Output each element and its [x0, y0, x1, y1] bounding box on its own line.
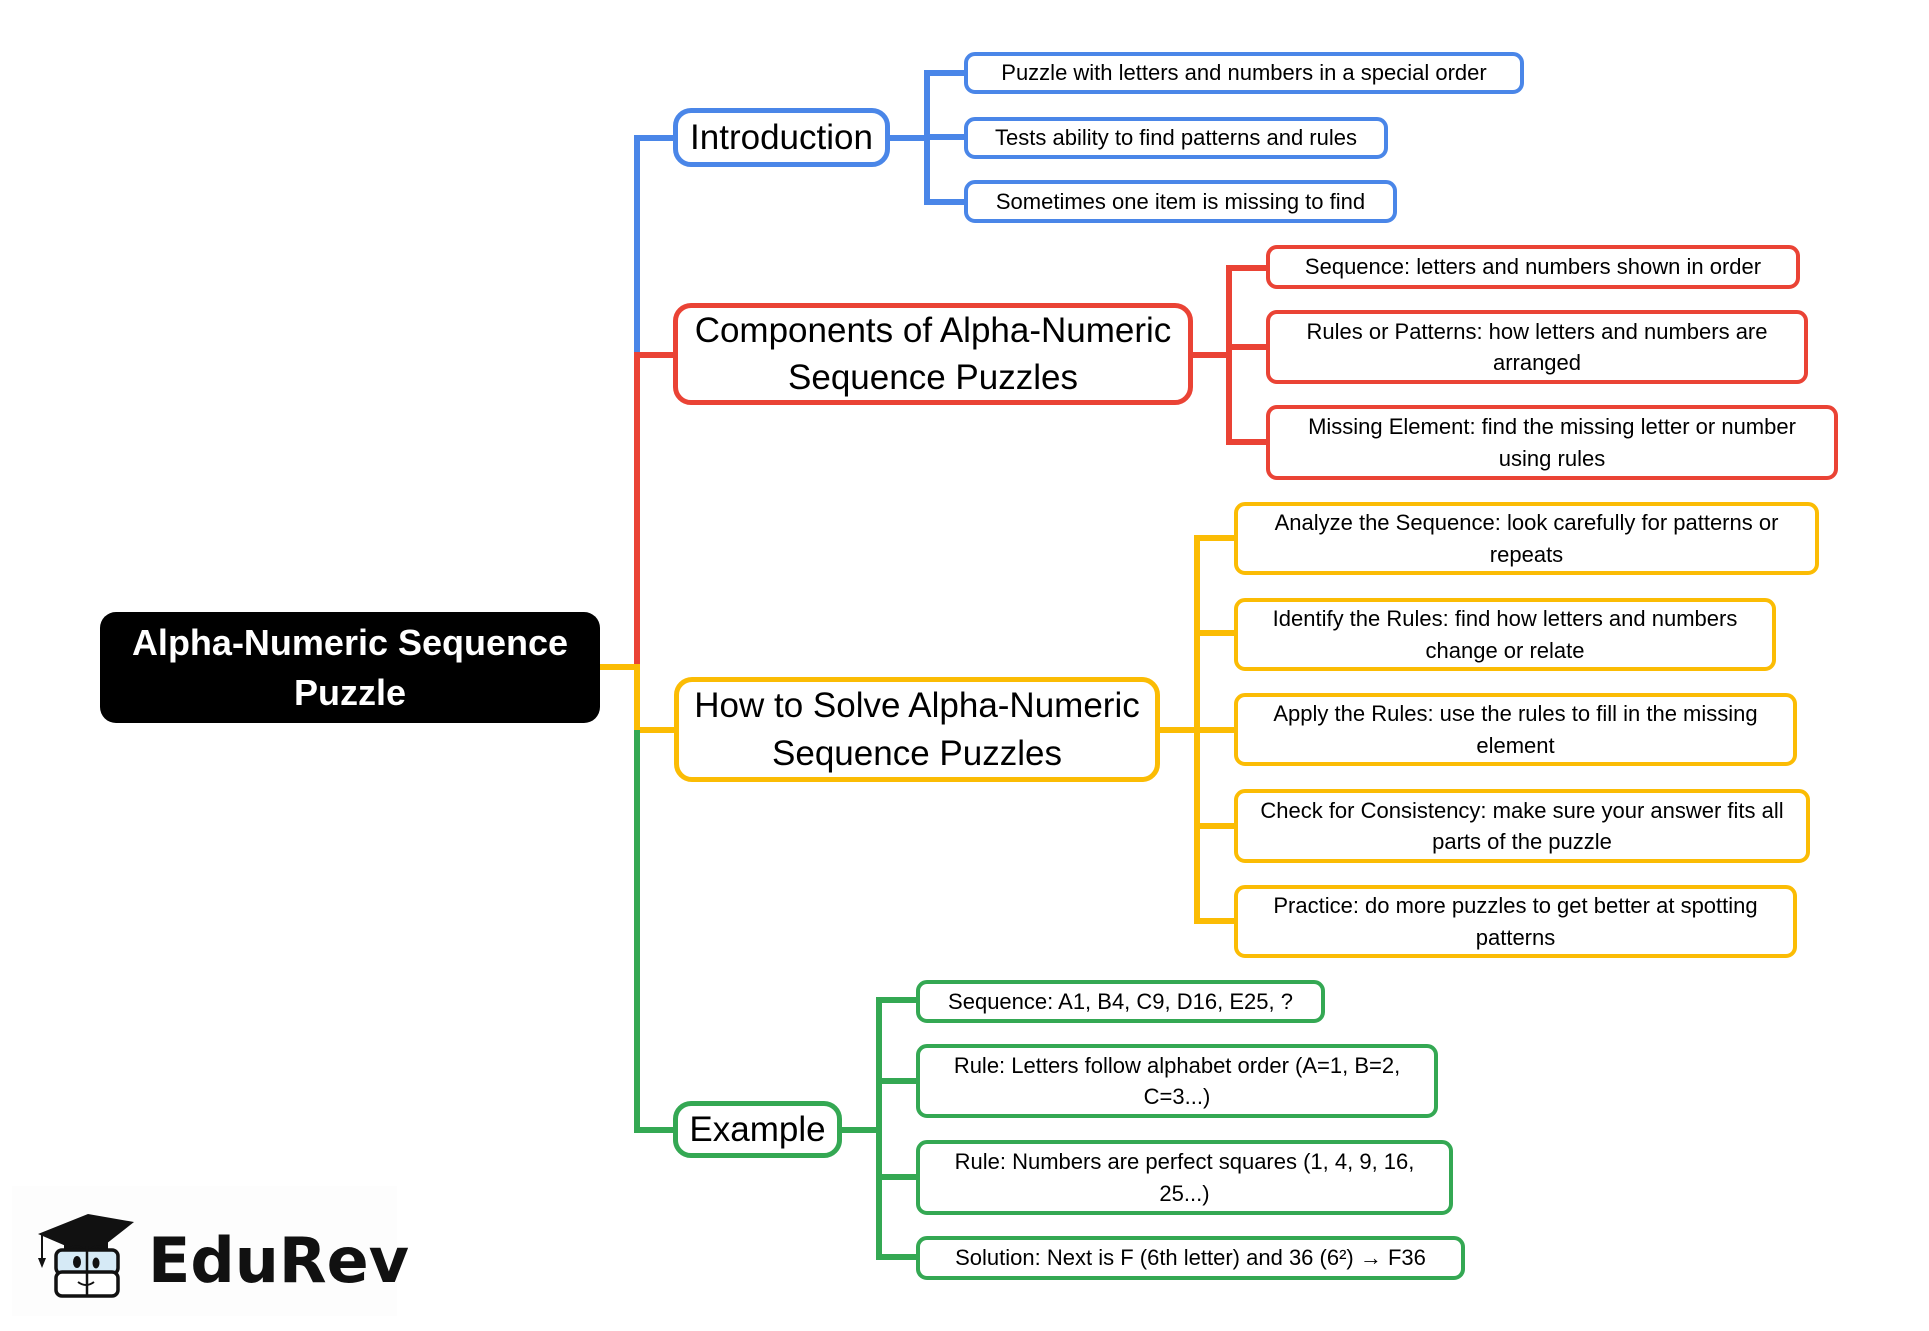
leaf-text: Rule: Letters follow alphabet order (A=1… — [953, 1052, 1401, 1109]
connector-trunk-introduction — [634, 135, 673, 355]
leaf-text: Sequence: A1, B4, C9, D16, E25, ? — [948, 988, 1293, 1014]
leaf-example-3: Rule: Numbers are perfect squares (1, 4,… — [916, 1140, 1453, 1215]
leaf-example-2: Rule: Letters follow alphabet order (A=1… — [916, 1044, 1438, 1118]
connector-components-leaves — [1193, 265, 1266, 445]
leaf-text: Identify the Rules: find how letters and… — [1272, 606, 1738, 663]
leaf-components-3: Missing Element: find the missing letter… — [1266, 405, 1838, 480]
branch-example: Example — [673, 1101, 842, 1158]
leaf-solve-5: Practice: do more puzzles to get better … — [1234, 885, 1797, 958]
leaf-text: Check for Consistency: make sure your an… — [1260, 797, 1784, 854]
leaf-text: Apply the Rules: use the rules to fill i… — [1273, 701, 1758, 758]
edurev-logo-text: EduRev — [148, 1224, 410, 1297]
leaf-solve-4: Check for Consistency: make sure your an… — [1234, 789, 1810, 863]
branch-example-label: Example — [689, 1109, 826, 1149]
connector-root — [600, 664, 674, 733]
leaf-introduction-3: Sometimes one item is missing to find — [964, 180, 1397, 223]
leaf-text: Missing Element: find the missing letter… — [1308, 414, 1796, 471]
branch-components-label: Components of Alpha-Numeric Sequence Puz… — [694, 310, 1172, 397]
branch-components: Components of Alpha-Numeric Sequence Puz… — [673, 303, 1193, 405]
leaf-text: Tests ability to find patterns and rules — [995, 125, 1357, 151]
connector-trunk-components — [634, 352, 673, 667]
leaf-text: Solution: Next is F (6th letter) and 36 … — [955, 1245, 1426, 1271]
leaf-components-2: Rules or Patterns: how letters and numbe… — [1266, 310, 1808, 384]
branch-introduction-label: Introduction — [690, 117, 873, 157]
connector-solve-leaves — [1160, 535, 1234, 924]
graduate-mascot-icon — [38, 1214, 134, 1298]
leaf-components-1: Sequence: letters and numbers shown in o… — [1266, 245, 1800, 289]
leaf-introduction-2: Tests ability to find patterns and rules — [964, 117, 1388, 159]
root-title: Alpha-Numeric Sequence Puzzle — [131, 621, 569, 713]
connector-trunk-example — [634, 730, 673, 1133]
connector-introduction-leaves — [890, 70, 964, 205]
leaf-text: Puzzle with letters and numbers in a spe… — [1001, 60, 1487, 86]
leaf-text: Rule: Numbers are perfect squares (1, 4,… — [954, 1149, 1415, 1206]
branch-how-to-solve-label: How to Solve Alpha-Numeric Sequence Puzz… — [694, 686, 1140, 773]
leaf-text: Sometimes one item is missing to find — [995, 188, 1366, 214]
leaf-text: Analyze the Sequence: look carefully for… — [1274, 510, 1779, 567]
root-node: Alpha-Numeric Sequence Puzzle — [100, 612, 600, 723]
connector-example-leaves — [842, 997, 916, 1260]
leaf-example-1: Sequence: A1, B4, C9, D16, E25, ? — [916, 980, 1325, 1023]
branch-how-to-solve: How to Solve Alpha-Numeric Sequence Puzz… — [674, 677, 1160, 782]
branch-introduction: Introduction — [673, 108, 890, 167]
leaf-introduction-1: Puzzle with letters and numbers in a spe… — [964, 52, 1524, 94]
leaf-solve-2: Identify the Rules: find how letters and… — [1234, 598, 1776, 671]
leaf-example-4: Solution: Next is F (6th letter) and 36 … — [916, 1236, 1465, 1280]
leaf-text: Rules or Patterns: how letters and numbe… — [1306, 318, 1768, 375]
leaf-text: Practice: do more puzzles to get better … — [1273, 893, 1758, 950]
leaf-text: Sequence: letters and numbers shown in o… — [1304, 254, 1762, 280]
leaf-solve-3: Apply the Rules: use the rules to fill i… — [1234, 693, 1797, 766]
leaf-solve-1: Analyze the Sequence: look carefully for… — [1234, 502, 1819, 575]
